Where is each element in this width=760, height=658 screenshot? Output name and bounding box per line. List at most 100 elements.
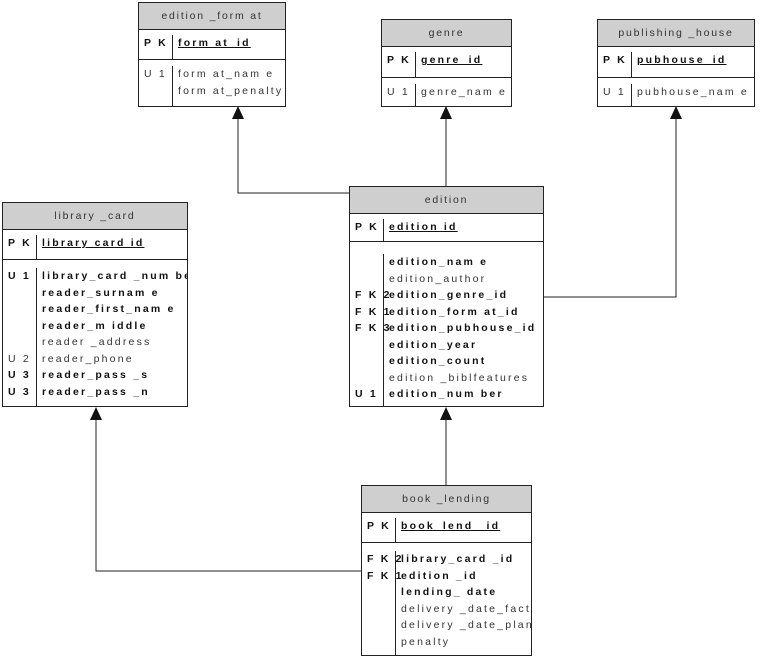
key-label-empty — [8, 318, 36, 335]
entity-library-card[interactable]: library _card P K library card id U 1 U 2… — [2, 202, 188, 407]
primary-key-attribute: book_lend _id — [401, 520, 501, 532]
entity-title: edition — [350, 187, 543, 214]
attribute-section: U 1 pubhouse_nam e — [598, 78, 754, 107]
key-label-empty — [367, 634, 395, 651]
key-label: U 3 — [8, 385, 31, 398]
key-column: U 1 — [139, 66, 173, 107]
key-label-empty — [367, 617, 395, 634]
attribute: edition_author — [389, 272, 487, 285]
key-label: F K 1 — [367, 569, 404, 582]
key-label-pk: P K — [8, 237, 32, 249]
key-label-empty — [8, 334, 36, 351]
key-label-empty — [8, 301, 36, 318]
key-label: F K 2 — [367, 553, 404, 565]
key-column: U 1 — [382, 84, 416, 107]
attribute: reader_phone — [42, 352, 134, 365]
arrowhead-edition-publishing-house-icon — [670, 106, 682, 119]
attribute: delivery _date_fact — [401, 602, 531, 615]
attribute-column: book_lend _id — [396, 518, 531, 542]
attribute: reader _address — [42, 336, 152, 348]
key-label: F K 3 — [355, 322, 392, 334]
attribute-section: U 1 genre_nam e — [382, 78, 511, 107]
key-label-pk: P K — [603, 54, 627, 66]
key-label: U 1 — [355, 388, 378, 400]
key-label: U 1 — [603, 86, 626, 98]
relation-book-lending-library-card — [95, 419, 362, 572]
pk-section: P K form at_id — [139, 30, 285, 60]
key-label: F K 1 — [355, 305, 392, 318]
key-label-pk: P K — [387, 54, 411, 66]
key-label-empty — [8, 285, 36, 302]
key-column: P K — [3, 235, 37, 259]
attribute: reader_pass _s — [42, 369, 150, 381]
key-label-empty — [355, 353, 383, 370]
key-label-empty — [367, 601, 395, 618]
entity-title: library _card — [3, 203, 187, 230]
arrowhead-edition-format-icon — [232, 106, 244, 119]
attribute: penalty — [401, 635, 451, 648]
key-column: P K — [382, 52, 416, 77]
key-label-pk: P K — [367, 520, 391, 532]
attribute: library_card _num ber — [42, 270, 187, 282]
attribute: edition _biblfeatures — [389, 371, 530, 384]
attribute: pubhouse_nam e — [637, 86, 749, 98]
attribute: lending_ date — [401, 586, 498, 598]
attribute: reader_pass _n — [42, 385, 150, 398]
attribute: reader_surnam e — [42, 286, 160, 299]
attribute-column: library_card _num ber reader_surnam e read… — [37, 268, 187, 407]
relation-edition-format — [237, 118, 350, 194]
attribute: delivery _date_plan — [401, 619, 531, 631]
key-label-pk: P K — [144, 37, 168, 49]
attribute: edition_form at_id — [389, 305, 520, 318]
arrowhead-book-lending-library-card-icon — [90, 407, 102, 420]
attribute-column: edition id — [384, 219, 543, 241]
key-column: F K 2 F K 1 F K 3 U 1 — [350, 254, 392, 407]
attribute: edition_count — [389, 355, 487, 367]
attribute-column: genre_nam e — [416, 84, 511, 107]
attribute: reader_first_nam e — [42, 303, 176, 315]
entity-edition-format[interactable]: edition _form at P K form at_id U 1 form … — [138, 2, 286, 107]
entity-title: edition _form at — [139, 3, 285, 30]
key-column: P K — [139, 35, 173, 59]
primary-key-attribute: pubhouse_id — [637, 54, 727, 66]
attribute-column: library card id — [37, 235, 187, 259]
key-column: U 1 — [598, 84, 632, 107]
attribute: genre_nam e — [421, 86, 508, 98]
pk-section: P K book_lend _id — [362, 513, 531, 543]
attribute: edition_genre_id — [389, 289, 509, 301]
entity-title: book _lending — [362, 486, 531, 513]
arrowhead-book-lending-edition-icon — [440, 407, 452, 420]
attribute: form at_penalty — [178, 84, 284, 97]
key-column: F K 2 F K 1 — [362, 551, 404, 656]
key-label: U 1 — [8, 270, 31, 282]
entity-title: genre — [382, 20, 511, 47]
key-label-empty — [367, 584, 395, 601]
primary-key-attribute: form at_id — [178, 37, 251, 49]
relation-edition-publishing-house — [544, 118, 677, 298]
attribute: edition_pubhouse_id — [389, 322, 537, 334]
attribute-column: form at_id — [173, 35, 285, 59]
primary-key-attribute: genre_id — [421, 54, 483, 66]
key-label-empty — [355, 271, 383, 288]
key-label: U 2 — [8, 352, 31, 365]
entity-genre[interactable]: genre P K genre_id U 1 genre_nam e — [381, 19, 512, 107]
attribute-column: genre_id — [416, 52, 511, 77]
attribute: reader_m iddle — [42, 319, 148, 332]
arrowhead-edition-genre-icon — [440, 106, 452, 119]
primary-key-attribute: library card id — [42, 237, 145, 249]
key-label-empty — [355, 254, 383, 271]
attribute: edition _id — [401, 569, 478, 582]
key-label: F K 2 — [355, 289, 392, 301]
